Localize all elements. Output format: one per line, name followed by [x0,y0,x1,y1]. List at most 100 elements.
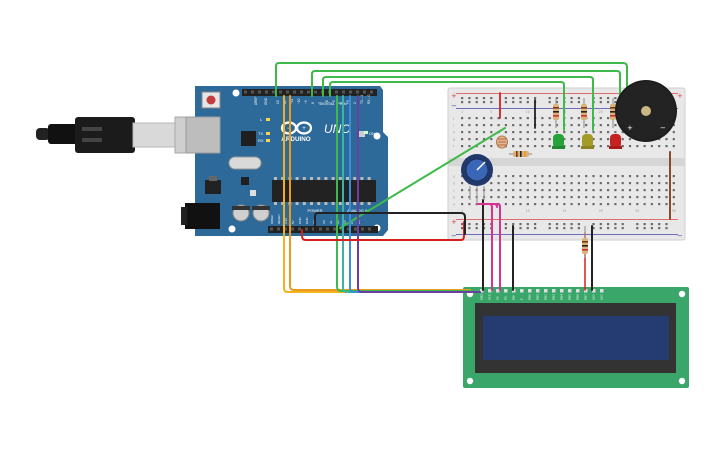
breadboard-hole[interactable] [519,203,522,206]
breadboard-hole[interactable] [519,131,522,134]
breadboard-hole[interactable] [658,223,661,226]
breadboard-hole[interactable] [519,196,522,199]
breadboard-hole[interactable] [570,196,573,199]
breadboard-hole[interactable] [643,189,646,192]
breadboard-hole[interactable] [512,97,515,100]
header-pin[interactable] [272,90,275,94]
breadboard-hole[interactable] [563,203,566,206]
breadboard-hole[interactable] [534,189,537,192]
breadboard-hole[interactable] [577,223,580,226]
breadboard-hole[interactable] [592,138,595,141]
breadboard-hole[interactable] [650,203,653,206]
breadboard-hole[interactable] [592,131,595,134]
breadboard-hole[interactable] [468,203,471,206]
breadboard-hole[interactable] [461,227,464,230]
breadboard-hole[interactable] [577,117,580,120]
breadboard-hole[interactable] [628,175,632,178]
breadboard-hole[interactable] [512,223,515,226]
breadboard-hole[interactable] [628,182,632,185]
breadboard-hole[interactable] [672,124,675,127]
breadboard-hole[interactable] [512,124,515,127]
breadboard-hole[interactable] [599,182,602,185]
breadboard-hole[interactable] [548,196,551,199]
breadboard-hole[interactable] [519,124,522,127]
breadboard-hole[interactable] [672,138,675,141]
breadboard-hole[interactable] [643,182,646,185]
breadboard-hole[interactable] [570,145,573,148]
breadboard-hole[interactable] [643,145,646,148]
lcd-pin[interactable] [560,289,564,293]
breadboard-hole[interactable] [497,189,500,192]
breadboard-hole[interactable] [534,145,537,148]
header-pin[interactable] [300,90,303,94]
header-pin[interactable] [363,90,366,94]
breadboard-hole[interactable] [621,175,624,178]
breadboard-hole[interactable] [643,227,646,230]
breadboard-hole[interactable] [658,189,661,192]
breadboard-hole[interactable] [658,175,661,178]
breadboard-hole[interactable] [526,138,529,141]
breadboard-hole[interactable] [519,182,522,185]
breadboard-hole[interactable] [599,223,602,226]
photoresistor[interactable] [496,135,508,149]
breadboard-hole[interactable] [541,189,544,192]
breadboard-hole[interactable] [614,175,617,178]
breadboard-hole[interactable] [636,203,639,206]
breadboard-hole[interactable] [672,175,675,178]
resistor[interactable] [610,98,616,128]
breadboard-hole[interactable] [570,131,573,134]
breadboard-hole[interactable] [636,223,639,226]
breadboard-hole[interactable] [468,223,471,226]
breadboard-hole[interactable] [614,124,617,127]
breadboard-hole[interactable] [614,227,617,230]
breadboard-hole[interactable] [607,227,610,230]
lcd-pin[interactable] [576,289,580,293]
breadboard-hole[interactable] [490,145,493,148]
breadboard-hole[interactable] [497,124,500,127]
breadboard-hole[interactable] [563,175,566,178]
breadboard-hole[interactable] [504,131,507,134]
breadboard-hole[interactable] [672,196,675,199]
breadboard-hole[interactable] [519,117,522,120]
breadboard-hole[interactable] [621,145,624,148]
breadboard-hole[interactable] [628,138,632,141]
breadboard-hole[interactable] [504,203,507,206]
breadboard-hole[interactable] [672,203,675,206]
breadboard-hole[interactable] [468,101,471,104]
breadboard-hole[interactable] [497,175,500,178]
breadboard-hole[interactable] [665,182,668,185]
breadboard-hole[interactable] [643,175,646,178]
breadboard-hole[interactable] [541,182,544,185]
breadboard-hole[interactable] [461,175,464,178]
breadboard-hole[interactable] [614,101,617,104]
breadboard-hole[interactable] [614,97,617,100]
breadboard-hole[interactable] [577,196,580,199]
breadboard-hole[interactable] [650,175,653,178]
breadboard-hole[interactable] [607,97,610,100]
breadboard-hole[interactable] [672,131,675,134]
breadboard-hole[interactable] [497,117,500,120]
breadboard-hole[interactable] [490,101,493,104]
breadboard-hole[interactable] [497,182,500,185]
breadboard-hole[interactable] [512,196,515,199]
breadboard-hole[interactable] [614,196,617,199]
breadboard-hole[interactable] [461,223,464,226]
breadboard-hole[interactable] [475,227,478,230]
breadboard-hole[interactable] [621,196,624,199]
breadboard-hole[interactable] [504,223,507,226]
breadboard-hole[interactable] [461,189,464,192]
breadboard-hole[interactable] [541,175,544,178]
header-pin[interactable] [251,90,254,94]
header-pin[interactable] [314,90,317,94]
breadboard-hole[interactable] [534,203,537,206]
breadboard-hole[interactable] [461,117,464,120]
breadboard-hole[interactable] [570,223,573,226]
breadboard-hole[interactable] [577,145,580,148]
breadboard-hole[interactable] [512,101,515,104]
breadboard-hole[interactable] [504,101,507,104]
breadboard-hole[interactable] [650,145,653,148]
lcd-pin[interactable] [480,289,484,293]
breadboard-hole[interactable] [577,175,580,178]
breadboard-hole[interactable] [577,189,580,192]
